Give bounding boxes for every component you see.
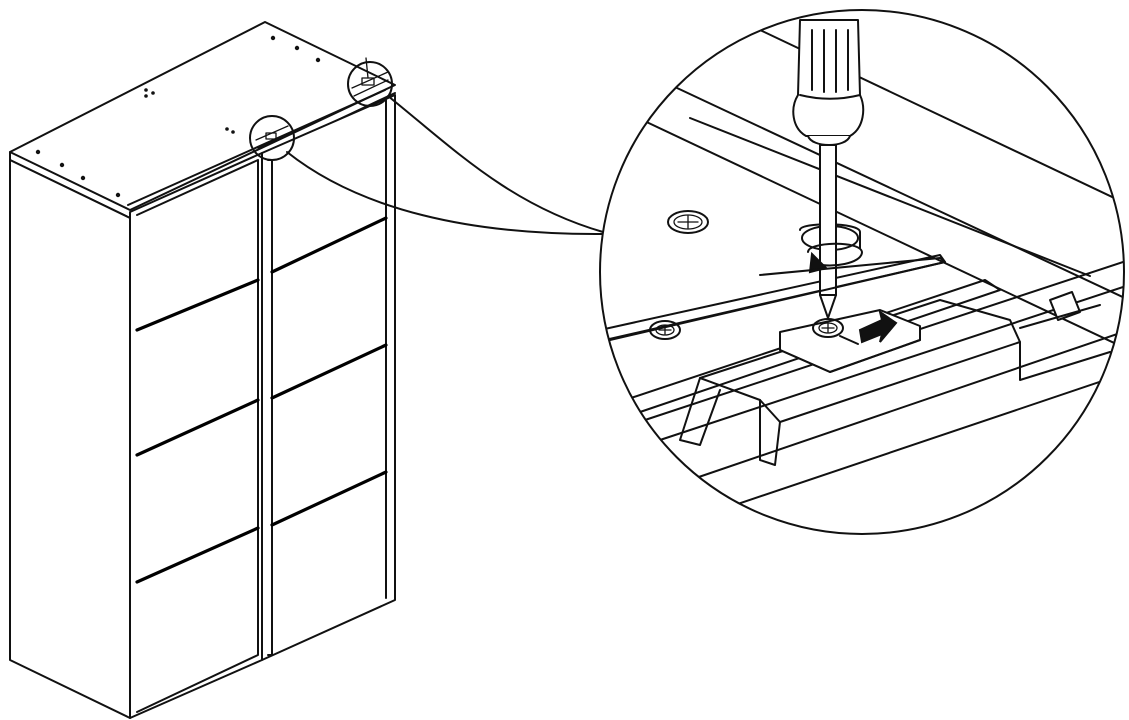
callout-detail-left — [255, 125, 291, 149]
wardrobe — [9, 21, 604, 719]
wardrobe-top-panel — [9, 21, 396, 211]
screwdriver-icon — [792, 19, 865, 319]
callout-circle-small-right — [347, 61, 393, 107]
detail-circle-border — [599, 9, 1125, 535]
wardrobe-side-panel — [9, 159, 131, 719]
leader-line-lower — [286, 151, 604, 236]
top-panel-holes — [35, 35, 321, 198]
sliding-door-right — [261, 94, 396, 661]
cam-hole-upper — [667, 210, 709, 234]
leader-line-upper — [387, 95, 604, 233]
sliding-door-left — [129, 152, 263, 719]
callout-circle-small-left — [249, 115, 295, 161]
magnified-detail-circle — [599, 9, 1125, 535]
push-arrow-icon — [858, 309, 898, 344]
callout-detail-right — [351, 57, 389, 97]
